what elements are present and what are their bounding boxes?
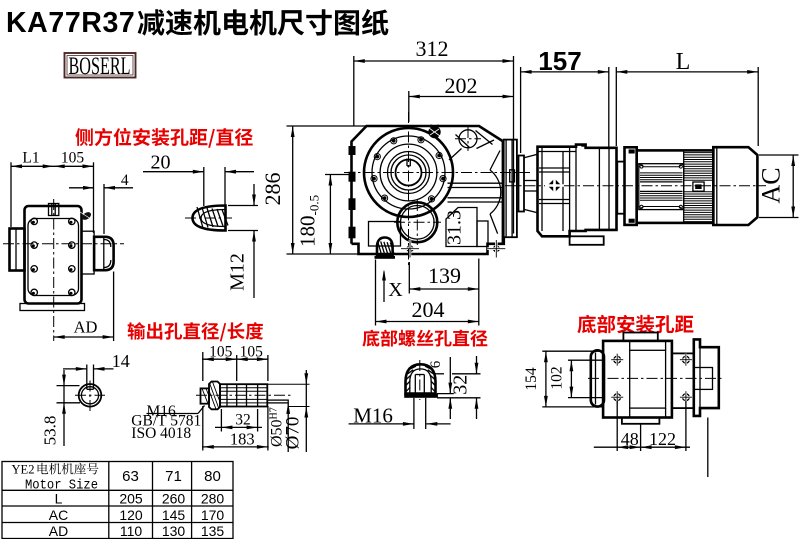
svg-text:154: 154 bbox=[523, 367, 540, 391]
svg-text:183: 183 bbox=[230, 429, 255, 448]
svg-text:286: 286 bbox=[260, 173, 285, 206]
svg-text:20: 20 bbox=[151, 151, 171, 173]
svg-text:80: 80 bbox=[204, 468, 221, 485]
svg-text:KA77R37: KA77R37 bbox=[6, 7, 135, 39]
svg-text:L: L bbox=[55, 491, 63, 507]
svg-text:31.3: 31.3 bbox=[444, 210, 466, 245]
svg-text:AC: AC bbox=[757, 167, 786, 203]
svg-text:280: 280 bbox=[201, 491, 225, 507]
svg-text:102: 102 bbox=[548, 366, 565, 389]
svg-text:6: 6 bbox=[428, 360, 444, 368]
svg-text:Motor Size: Motor Size bbox=[25, 479, 98, 494]
svg-text:260: 260 bbox=[162, 491, 186, 507]
svg-text:157: 157 bbox=[538, 46, 581, 76]
svg-text:14: 14 bbox=[112, 351, 130, 371]
svg-text:139: 139 bbox=[428, 263, 461, 288]
svg-text:312: 312 bbox=[416, 36, 449, 61]
svg-text:105: 105 bbox=[61, 149, 85, 166]
svg-text:AC: AC bbox=[49, 507, 68, 523]
svg-text:Ø70: Ø70 bbox=[283, 417, 304, 450]
svg-text:M12: M12 bbox=[227, 253, 249, 291]
svg-text:GB/T 5781: GB/T 5781 bbox=[131, 413, 201, 430]
svg-text:32: 32 bbox=[450, 375, 472, 395]
svg-text:122: 122 bbox=[649, 429, 676, 449]
svg-text:110: 110 bbox=[120, 523, 143, 539]
svg-text:M16: M16 bbox=[147, 403, 177, 420]
svg-text:53.8: 53.8 bbox=[41, 416, 60, 446]
svg-text:48: 48 bbox=[621, 429, 639, 449]
svg-text:AD: AD bbox=[74, 318, 98, 337]
svg-text:AD: AD bbox=[49, 523, 68, 539]
svg-text:202: 202 bbox=[445, 73, 478, 98]
svg-text:BOSERL: BOSERL bbox=[69, 53, 131, 80]
svg-text:170: 170 bbox=[201, 507, 225, 523]
svg-text:71: 71 bbox=[165, 468, 182, 485]
svg-text:L1: L1 bbox=[22, 150, 39, 167]
svg-text:145: 145 bbox=[162, 507, 186, 523]
svg-text:105: 105 bbox=[240, 343, 264, 360]
svg-text:204: 204 bbox=[412, 297, 445, 322]
svg-text:4: 4 bbox=[121, 172, 129, 189]
svg-text:105: 105 bbox=[209, 343, 233, 360]
svg-text:180-0.5: 180-0.5 bbox=[296, 195, 322, 247]
svg-text:205: 205 bbox=[119, 491, 143, 507]
svg-text:135: 135 bbox=[201, 523, 225, 539]
svg-text:130: 130 bbox=[162, 523, 186, 539]
svg-text:120: 120 bbox=[119, 507, 143, 523]
svg-text:ISO 4018: ISO 4018 bbox=[131, 425, 191, 442]
svg-text:X: X bbox=[388, 279, 403, 301]
svg-text:32: 32 bbox=[235, 412, 251, 429]
svg-text:63: 63 bbox=[122, 468, 139, 485]
svg-text:YE2: YE2 bbox=[12, 462, 35, 477]
svg-text:L: L bbox=[676, 49, 691, 75]
